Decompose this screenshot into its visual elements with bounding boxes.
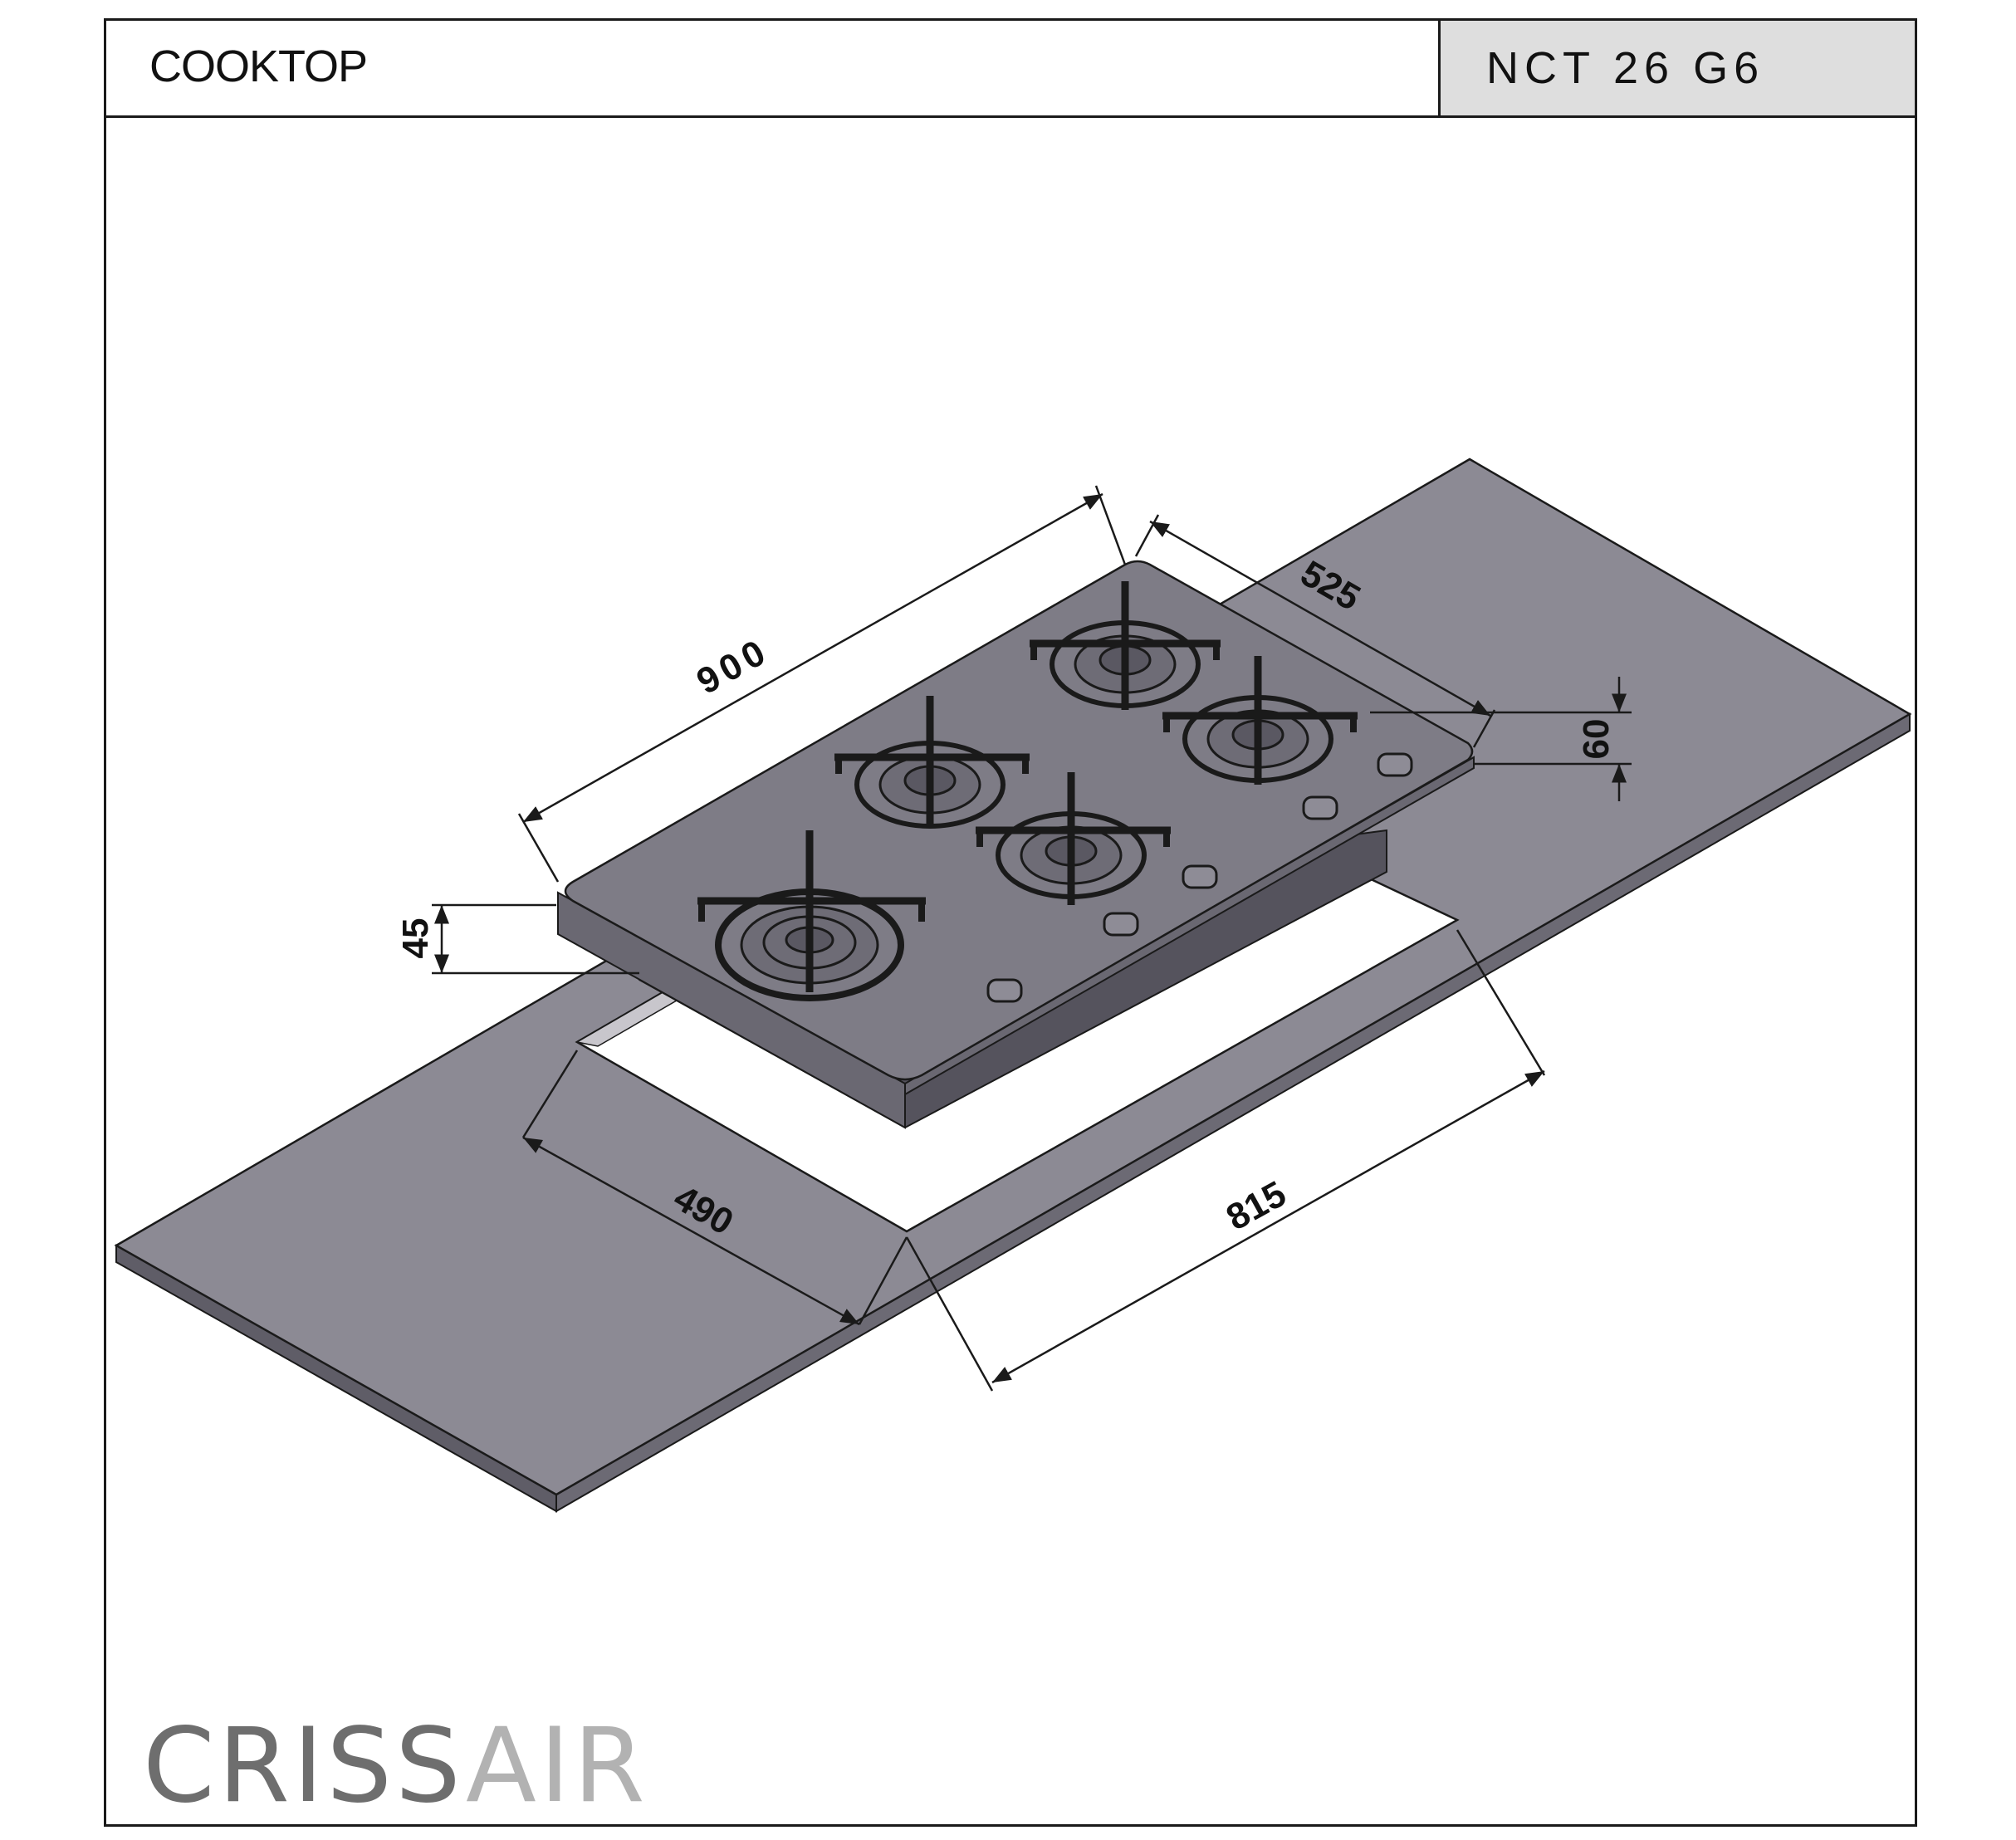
dim-width-label: 900: [690, 630, 776, 702]
burner-front-middle: [976, 772, 1171, 905]
control-knobs: [986, 752, 1413, 1003]
wok-burner: [697, 830, 926, 1001]
brand-logo-accent: AIR: [466, 1706, 648, 1826]
model-code: NCT 26 G6: [1486, 43, 1765, 93]
dim-height-label: 45: [395, 918, 436, 959]
brand-logo-text: CRISSAIR: [143, 1706, 648, 1826]
knob-4[interactable]: [1302, 795, 1338, 820]
knob-1[interactable]: [986, 978, 1023, 1003]
model-cell: NCT 26 G6: [1438, 21, 1915, 115]
product-type-label: COOKTOP: [149, 42, 368, 91]
title-block: COOKTOP NCT 26 G6: [106, 21, 1915, 118]
knob-3[interactable]: [1182, 864, 1218, 889]
burner-right: [1162, 656, 1358, 785]
dim-thickness-label: 60: [1576, 719, 1617, 760]
knob-5[interactable]: [1377, 752, 1413, 777]
knob-2[interactable]: [1103, 912, 1139, 937]
dim-cutout-width-label: 815: [1220, 1173, 1293, 1238]
dimension-lines: [432, 485, 1632, 1392]
brand-logo: CRISSAIR: [143, 1706, 648, 1826]
